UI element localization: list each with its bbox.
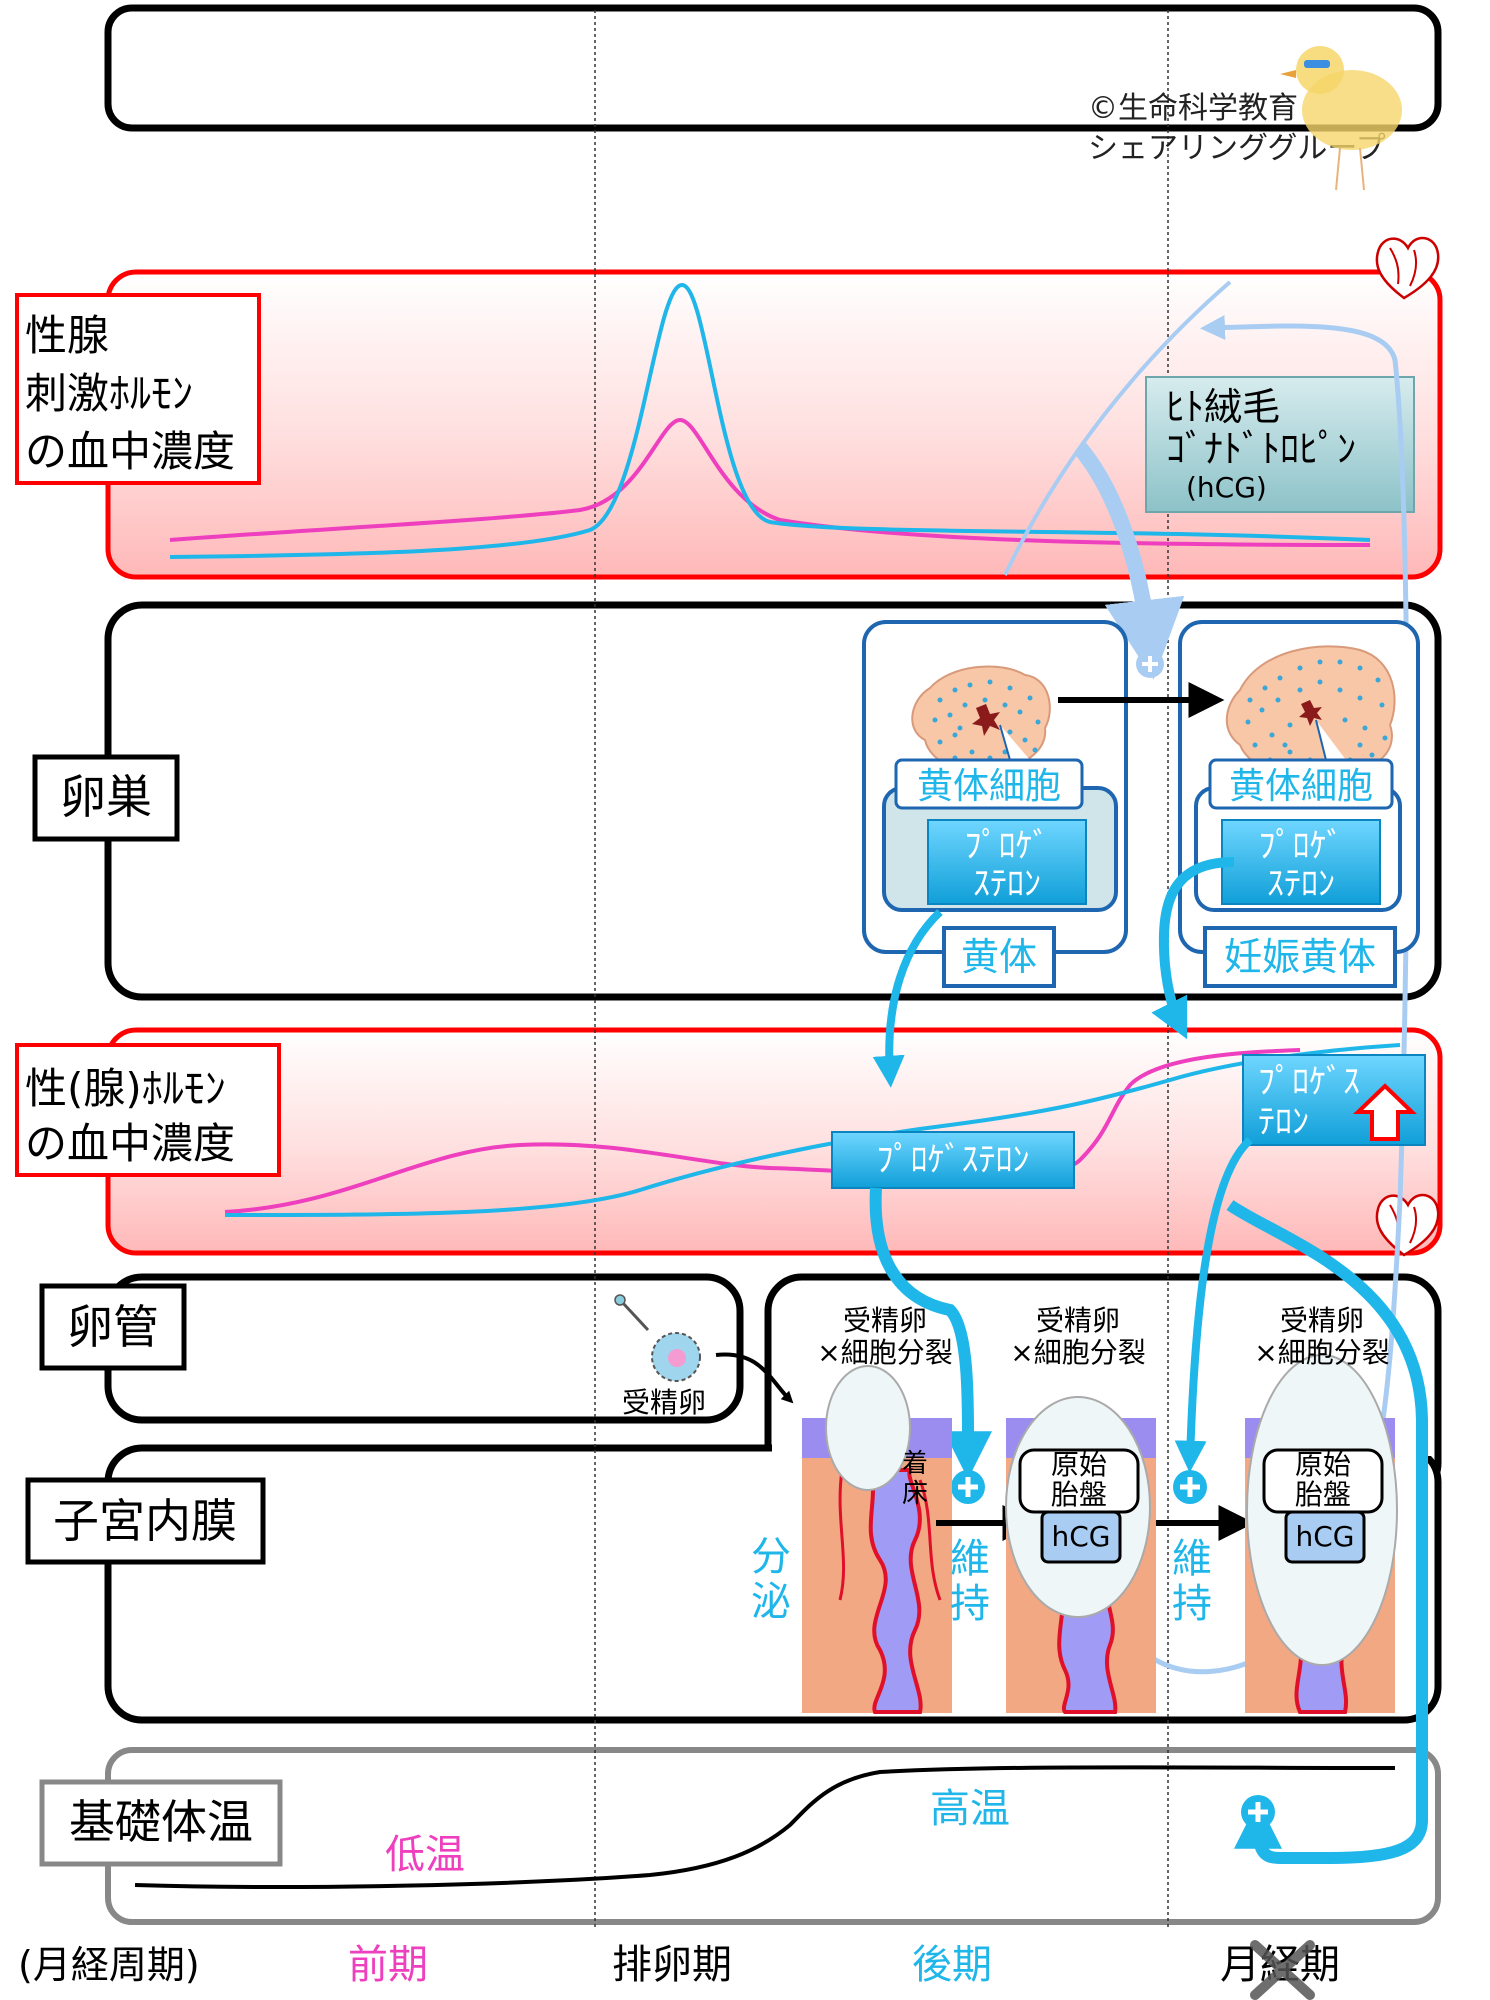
hcg-box-line2: ｺﾞﾅﾄﾞﾄﾛﾋﾟﾝ — [1166, 427, 1356, 471]
cycle-label: (月経周期) — [18, 1943, 200, 1987]
plus-icon-maintain-2 — [1173, 1470, 1207, 1504]
placenta-label-1-line1: 原始 — [1051, 1448, 1107, 1481]
fertilized-egg-label: 受精卵 — [622, 1386, 706, 1419]
gonadotropin-label: 性腺 刺激ﾎﾙﾓﾝ の血中濃度 — [15, 293, 261, 485]
svg-text:基礎体温: 基礎体温 — [69, 1795, 253, 1849]
division-label-3: 受精卵 ×細胞分裂 — [1254, 1304, 1389, 1369]
low-temp-label: 低温 — [385, 1832, 465, 1878]
progesterone-to-temperature-arrow — [1226, 1200, 1428, 1864]
lh-curve — [169, 282, 1371, 559]
top-box — [104, 4, 1442, 132]
hcg-box-line1: ﾋﾄ絨毛 — [1166, 385, 1280, 429]
maintain-label-2-line1: 維 — [1172, 1536, 1212, 1582]
placenta-label-2-line2: 胎盤 — [1295, 1478, 1351, 1511]
corpus-luteum-box: 黄体細胞 ﾌﾟﾛｹﾞ ｽﾃﾛﾝ 黄体 — [862, 620, 1128, 988]
plus-icon-maintain-1 — [951, 1470, 985, 1504]
phase-luteal: 後期 — [912, 1942, 992, 1988]
ovary-label: 卵巣 — [32, 754, 180, 842]
svg-text:卵管: 卵管 — [67, 1300, 159, 1354]
hcg-label-2: hCG — [1296, 1520, 1355, 1553]
chick-mascot-icon — [1280, 46, 1402, 191]
fertilized-egg-icon — [614, 1294, 701, 1382]
phase-follicular: 前期 — [348, 1942, 428, 1988]
luteal-cell-label-2: 黄体細胞 — [1229, 766, 1373, 807]
heart-icon-top — [1375, 236, 1440, 300]
progesterone-ovary-1-line1: ﾌﾟﾛｹﾞ — [965, 826, 1050, 866]
pregnancy-corpus-luteum-label: 妊娠黄体 — [1224, 935, 1376, 979]
oviduct-label: 卵管 — [39, 1283, 187, 1371]
phase-ovulation: 排卵期 — [612, 1942, 732, 1988]
division-label-3-line1: 受精卵 — [1280, 1304, 1364, 1337]
plus-icon-hcg — [1136, 650, 1164, 678]
egg-migration-arrow — [715, 1352, 794, 1404]
progesterone-up-line2: ﾃﾛﾝ — [1258, 1102, 1309, 1142]
secretion-label-line1: 分 — [751, 1534, 791, 1580]
endometrium-tissue-3 — [1245, 1354, 1398, 1714]
progesterone-ovary-1-line2: ｽﾃﾛﾝ — [973, 864, 1041, 904]
progesterone-to-endometrium-arrow-1 — [869, 1187, 993, 1480]
division-label-2-line1: 受精卵 — [1036, 1304, 1120, 1337]
gonadotropin-label-line2: 刺激ﾎﾙﾓﾝ — [25, 369, 193, 418]
progesterone-up-box: ﾌﾟﾛｹﾞｽ ﾃﾛﾝ — [1242, 1054, 1426, 1146]
gonadotropin-label-line3: の血中濃度 — [25, 427, 235, 476]
hcg-to-ovary-arrow — [1073, 442, 1185, 680]
maintain-label-1-line2: 持 — [950, 1581, 990, 1627]
pregnancy-luteum-to-blood-arrow — [1151, 857, 1235, 1040]
progesterone-ovary-2-line1: ﾌﾟﾛｹﾞ — [1259, 826, 1344, 866]
gonadotropin-label-line1: 性腺 — [25, 311, 109, 360]
temperature-curve — [134, 1765, 1396, 1889]
progesterone-up-line1: ﾌﾟﾛｹﾞｽ — [1258, 1062, 1360, 1102]
sex-hormone-label: 性(腺)ﾎﾙﾓﾝ の血中濃度 — [15, 1043, 281, 1177]
svg-text:子宮内膜: 子宮内膜 — [53, 1494, 237, 1548]
temperature-label: 基礎体温 — [39, 1779, 283, 1867]
division-label-1-line2: ×細胞分裂 — [817, 1336, 952, 1369]
svg-text:卵巣: 卵巣 — [60, 770, 152, 824]
sex-hormone-label-line2: の血中濃度 — [25, 1119, 235, 1168]
progesterone-box: ﾌﾟﾛｹﾞｽﾃﾛﾝ — [831, 1131, 1075, 1189]
division-label-2-line2: ×細胞分裂 — [1010, 1336, 1145, 1369]
corpus-luteum-label: 黄体 — [961, 935, 1037, 979]
svg-text:ﾌﾟﾛｹﾞｽﾃﾛﾝ: ﾌﾟﾛｹﾞｽﾃﾛﾝ — [877, 1140, 1030, 1180]
plus-icon-temperature — [1241, 1795, 1275, 1829]
credit-line1: ©生命科学教育 — [1088, 91, 1298, 126]
pregnancy-luteal-cell-icon — [1225, 645, 1396, 776]
sex-hormone-label-line1: 性(腺)ﾎﾙﾓﾝ — [25, 1064, 226, 1113]
up-arrow-icon — [1353, 1083, 1417, 1141]
placenta-label-1-line2: 胎盤 — [1051, 1478, 1107, 1511]
luteum-to-progesterone-arrow — [872, 909, 943, 1088]
division-label-2: 受精卵 ×細胞分裂 — [1010, 1304, 1145, 1369]
implantation-label-line1: 着 — [902, 1449, 928, 1479]
hcg-curve — [1003, 280, 1232, 576]
progesterone-ovary-2-line2: ｽﾃﾛﾝ — [1267, 864, 1335, 904]
endometrium-tissue-2 — [1005, 1396, 1156, 1714]
hcg-box-line3: (hCG) — [1186, 471, 1267, 504]
division-label-1-line1: 受精卵 — [843, 1304, 927, 1337]
progesterone-to-endometrium-arrow-2 — [1174, 1136, 1253, 1473]
maintain-label-2-line2: 持 — [1172, 1581, 1212, 1627]
hcg-box: ﾋﾄ絨毛 ｺﾞﾅﾄﾞﾄﾛﾋﾟﾝ (hCG) — [1145, 376, 1415, 513]
pregnancy-corpus-luteum-box: 黄体細胞 ﾌﾟﾛｹﾞ ｽﾃﾛﾝ 妊娠黄体 — [1178, 620, 1420, 988]
heart-icon-bottom — [1375, 1193, 1440, 1257]
placenta-label-2-line1: 原始 — [1295, 1448, 1351, 1481]
division-label-3-line2: ×細胞分裂 — [1254, 1336, 1389, 1369]
hcg-label-1: hCG — [1052, 1520, 1111, 1553]
high-temp-label: 高温 — [930, 1786, 1010, 1832]
implantation-label-line2: 床 — [902, 1479, 928, 1509]
luteal-cell-label-1: 黄体細胞 — [917, 766, 1061, 807]
cross-icon — [1250, 1940, 1315, 2000]
secretion-label-line2: 泌 — [751, 1579, 791, 1625]
maintain-label-1-line1: 維 — [950, 1536, 990, 1582]
endometrium-tissue-1 — [802, 1365, 952, 1714]
endometrium-label: 子宮内膜 — [25, 1477, 266, 1565]
division-label-1: 受精卵 ×細胞分裂 — [817, 1304, 952, 1369]
